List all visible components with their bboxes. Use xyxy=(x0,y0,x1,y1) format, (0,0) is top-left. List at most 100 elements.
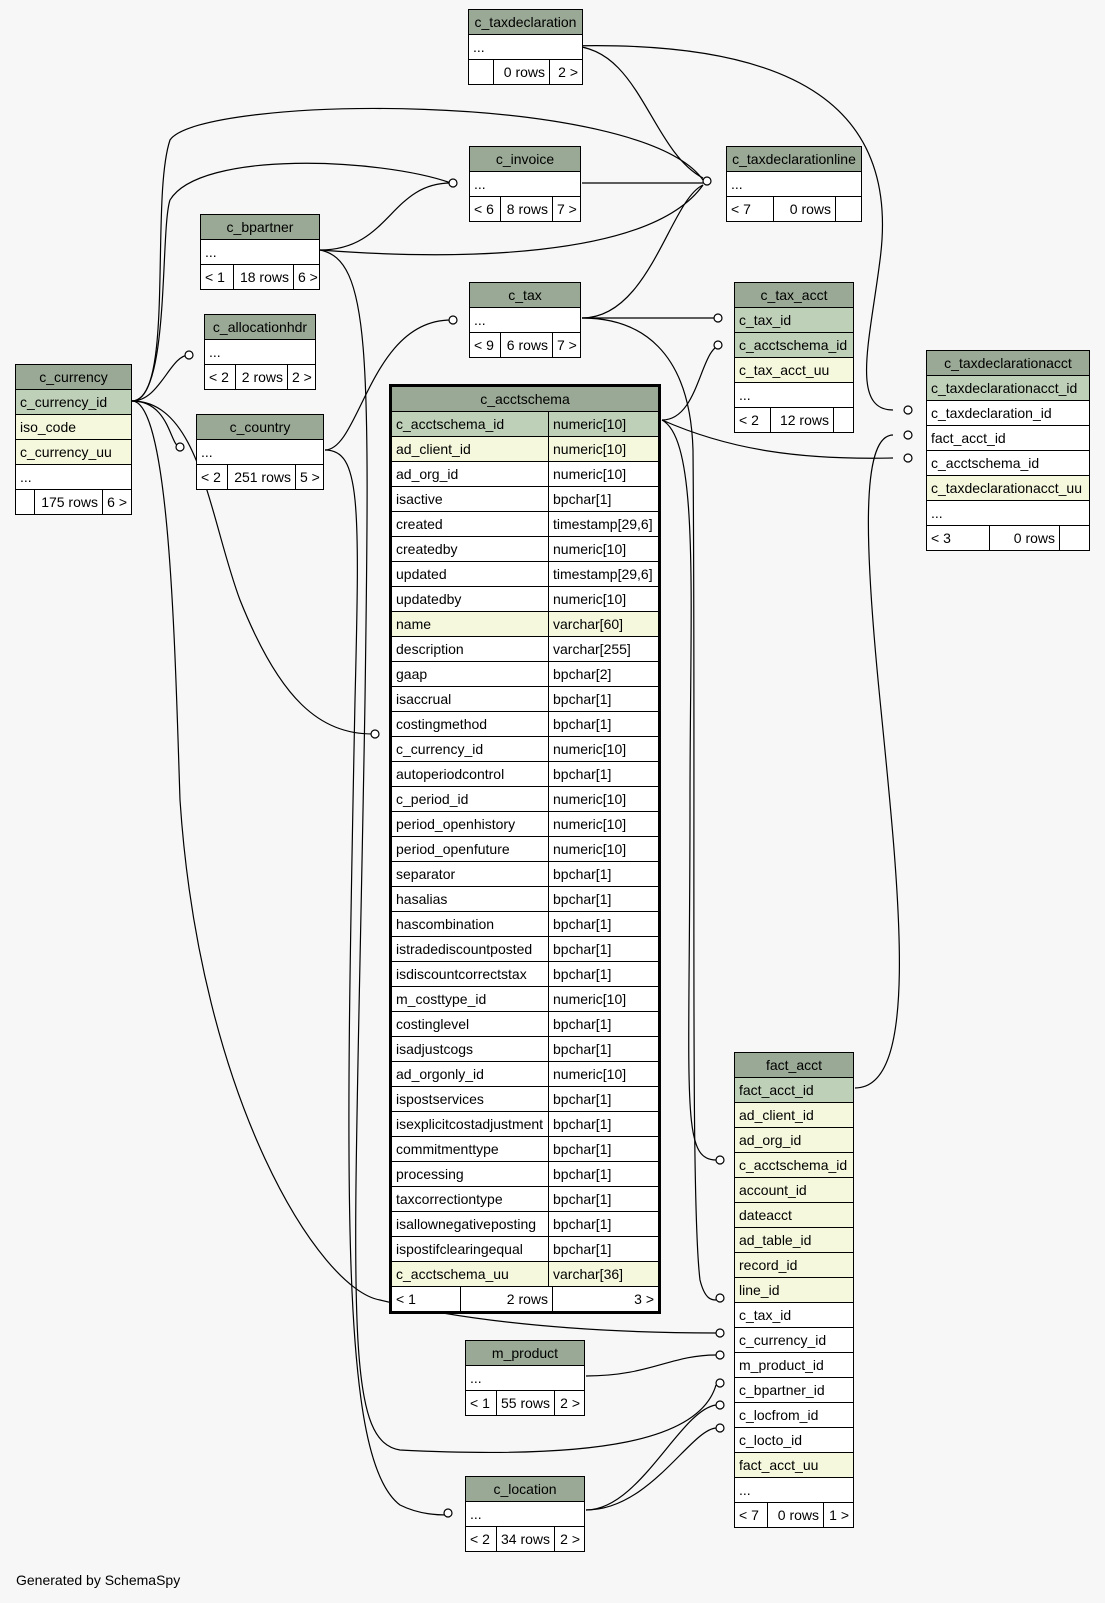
children-link[interactable]: 6 > xyxy=(293,265,319,289)
table-title: c_invoice xyxy=(470,147,580,172)
table-c_invoice[interactable]: c_invoice ... < 6 8 rows 7 > xyxy=(469,146,581,222)
column-type: numeric[10] xyxy=(548,787,658,811)
column-type: bpchar[1] xyxy=(548,1087,658,1111)
column-name: separator xyxy=(396,866,456,882)
children-link[interactable]: 2 > xyxy=(554,1527,584,1551)
parents-link[interactable]: < 2 xyxy=(470,1531,490,1547)
edge-bpartner-taxdeclarationline xyxy=(319,184,704,256)
column-name: isallownegativeposting xyxy=(396,1216,537,1232)
column-more: ... xyxy=(205,244,217,260)
table-c_location[interactable]: c_location ... < 2 34 rows 2 > xyxy=(465,1476,585,1552)
children-link[interactable]: 2 > xyxy=(554,1391,584,1415)
table-c_allocationhdr[interactable]: c_allocationhdr ... < 2 2 rows 2 > xyxy=(204,314,316,390)
children-link[interactable]: 1 > xyxy=(823,1503,853,1527)
column-type: bpchar[1] xyxy=(548,1037,658,1061)
children-link[interactable]: 6 > xyxy=(102,490,131,514)
column-type: bpchar[1] xyxy=(548,937,658,961)
children-link[interactable]: 5 > xyxy=(295,465,323,489)
column-more: ... xyxy=(470,1370,482,1386)
parents-link[interactable]: < 9 xyxy=(474,337,494,353)
parents-link[interactable]: < 1 xyxy=(396,1291,416,1307)
column-name: hasalias xyxy=(396,891,448,907)
table-m_product[interactable]: m_product ... < 1 55 rows 2 > xyxy=(465,1340,585,1416)
column-name: c_acctschema_uu xyxy=(396,1266,509,1282)
parents-link[interactable]: < 3 xyxy=(931,530,951,546)
column-name: name xyxy=(396,616,432,632)
parents-link[interactable]: < 1 xyxy=(470,1395,490,1411)
column-iso_code: iso_code xyxy=(20,419,77,435)
children-link[interactable] xyxy=(835,197,861,221)
column-row: line_id xyxy=(735,1278,853,1303)
table-title: c_country xyxy=(197,415,323,440)
column-c_currency_uu: c_currency_uu xyxy=(20,444,112,460)
column-more: ... xyxy=(209,344,221,360)
parents-link[interactable]: < 2 xyxy=(201,469,221,485)
row-count: 0 rows xyxy=(767,1503,823,1527)
column-row: c_acctschema_id xyxy=(735,1153,853,1178)
edge-bpartner-factacct xyxy=(319,249,717,1454)
column-type: bpchar[2] xyxy=(548,662,658,686)
column-name: c_locfrom_id xyxy=(739,1407,819,1423)
children-link[interactable]: 2 > xyxy=(287,365,315,389)
column-name: ad_org_id xyxy=(739,1132,802,1148)
children-link[interactable]: 7 > xyxy=(552,333,580,357)
children-link[interactable]: 3 > xyxy=(552,1287,658,1311)
column-more: ... xyxy=(470,1506,482,1522)
table-c_bpartner[interactable]: c_bpartner ... < 1 18 rows 6 > xyxy=(200,214,320,290)
parents-link[interactable]: < 7 xyxy=(731,201,751,217)
parents-link[interactable]: < 1 xyxy=(205,269,225,285)
table-c_taxdeclarationline[interactable]: c_taxdeclarationline ... < 7 0 rows xyxy=(726,146,862,222)
parents-link[interactable]: < 2 xyxy=(209,369,229,385)
table-c_taxdeclarationacct[interactable]: c_taxdeclarationacct c_taxdeclarationacc… xyxy=(926,350,1090,551)
column-c_acctschema_id: c_acctschema_id xyxy=(739,337,848,353)
column-more: ... xyxy=(739,387,751,403)
children-link[interactable] xyxy=(1059,526,1089,550)
table-title: c_taxdeclaration xyxy=(469,10,582,35)
children-link[interactable]: 7 > xyxy=(552,197,580,221)
column-type: bpchar[1] xyxy=(548,1112,658,1136)
edge-tax-taxdeclarationline xyxy=(581,184,704,319)
column-row: fact_acct_uu xyxy=(735,1453,853,1478)
table-c_country[interactable]: c_country ... < 2 251 rows 5 > xyxy=(196,414,324,490)
parents-link[interactable]: < 6 xyxy=(474,201,494,217)
table-c_taxdeclaration[interactable]: c_taxdeclaration ... 0 rows 2 > xyxy=(468,9,583,85)
parents-link[interactable] xyxy=(469,60,493,84)
parents-link[interactable]: < 7 xyxy=(739,1507,759,1523)
children-link[interactable]: 2 > xyxy=(549,60,582,84)
table-c_tax_acct[interactable]: c_tax_acct c_tax_id c_acctschema_id c_ta… xyxy=(734,282,854,433)
edge-location-factacct-to xyxy=(585,1427,717,1511)
parents-link[interactable] xyxy=(16,490,34,514)
table-c_currency[interactable]: c_currency c_currency_id iso_code c_curr… xyxy=(15,364,132,515)
row-count: 0 rows xyxy=(493,60,549,84)
column-name: isdiscountcorrectstax xyxy=(396,966,527,982)
column-name: updated xyxy=(396,566,447,582)
table-c_tax[interactable]: c_tax ... < 9 6 rows 7 > xyxy=(469,282,581,358)
column-name: ... xyxy=(739,1482,751,1498)
column-type: bpchar[1] xyxy=(548,1137,658,1161)
generated-by-caption: Generated by SchemaSpy xyxy=(16,1572,181,1588)
column-name: autoperiodcontrol xyxy=(396,766,505,782)
edge-country-tax xyxy=(324,319,452,451)
column-row: account_id xyxy=(735,1178,853,1203)
column-name: ispostifclearingequal xyxy=(396,1241,523,1257)
column-more: ... xyxy=(20,469,32,485)
parents-link[interactable]: < 2 xyxy=(739,412,759,428)
column-type: bpchar[1] xyxy=(548,687,658,711)
column-name: istradediscountposted xyxy=(396,941,533,957)
column-c_taxdeclaration_id: c_taxdeclaration_id xyxy=(931,405,1052,421)
children-link[interactable] xyxy=(833,408,853,432)
